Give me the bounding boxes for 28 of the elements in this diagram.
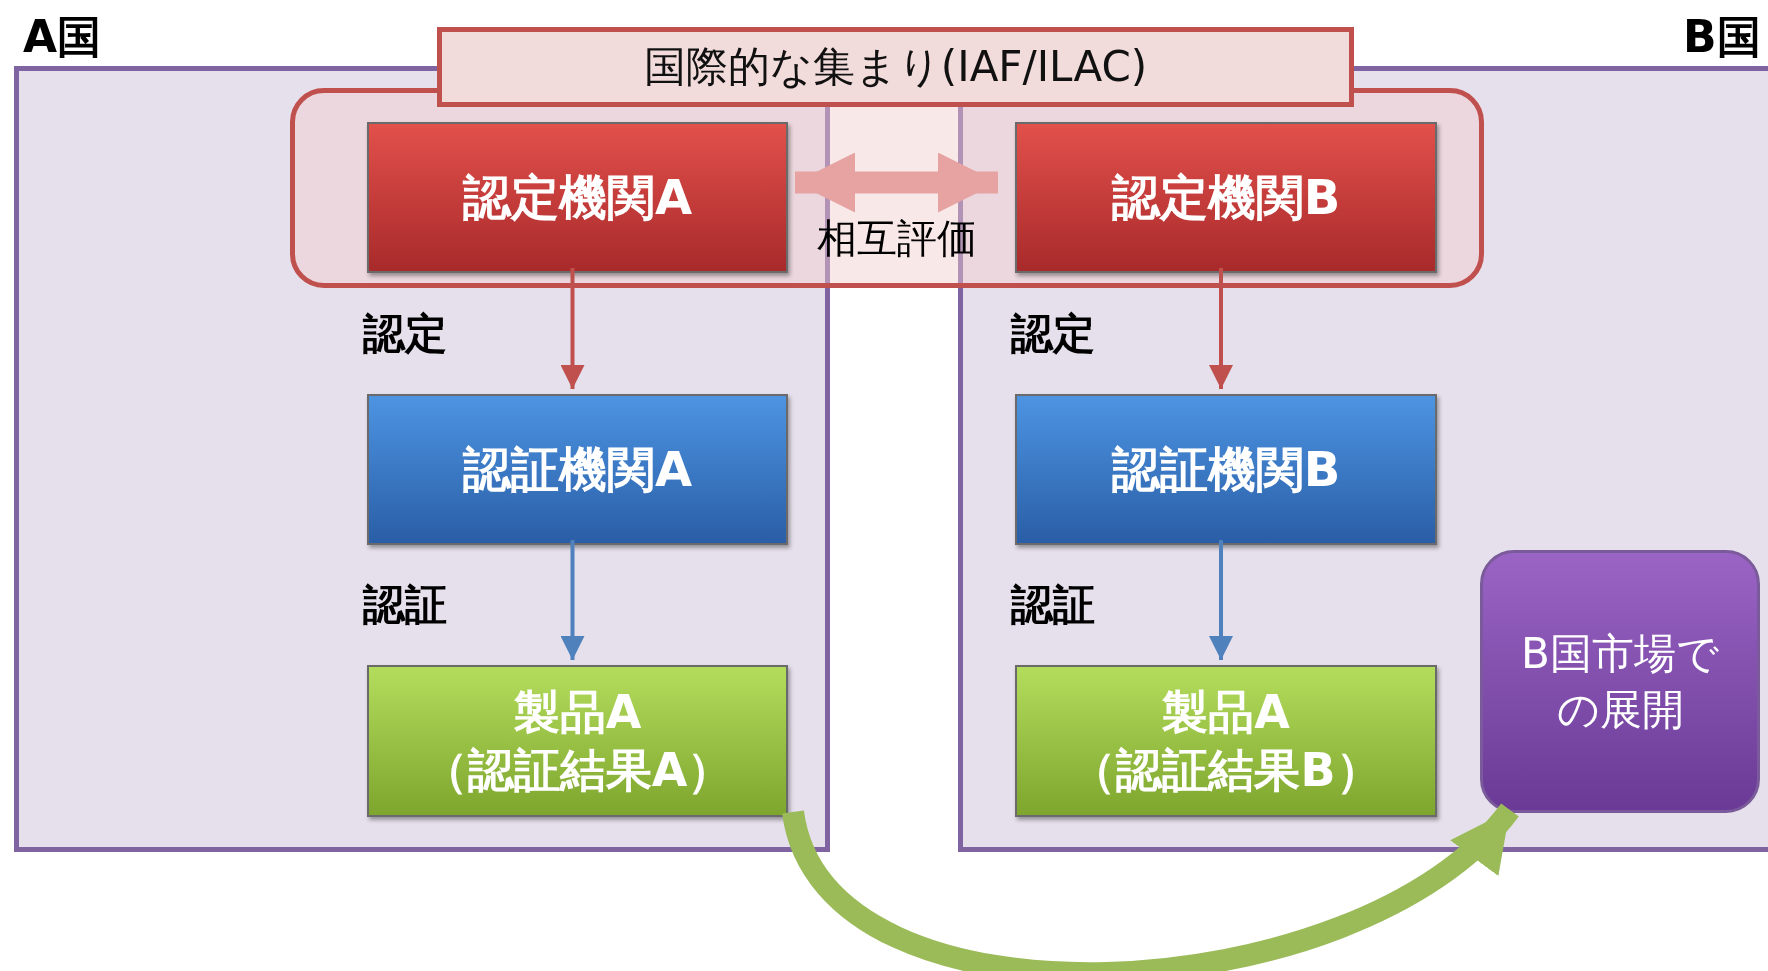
arrow <box>560 540 585 660</box>
accreditation-box <box>1015 122 1437 273</box>
edge-label: 相互評価 <box>816 213 977 262</box>
box-label: B国市場での展開 <box>1520 627 1720 736</box>
arrow <box>1209 268 1233 389</box>
edge-label: 認定 <box>1011 309 1095 358</box>
box-label: 認定機関A <box>462 167 693 227</box>
arrow <box>1209 540 1233 660</box>
edge-label: 認証 <box>1011 581 1095 629</box>
heading-tab: 国際的な集まり(IAF/ILAC) <box>437 27 1354 107</box>
edge-label: 認定 <box>362 309 447 358</box>
panel-heading: B国 <box>1683 11 1761 63</box>
certification-box <box>367 394 788 545</box>
box-label: 製品A（認証結果B） <box>1070 684 1382 799</box>
certification-box <box>1015 394 1437 545</box>
edge-label: 認証 <box>362 581 447 629</box>
panel-heading: A国 <box>23 11 102 63</box>
market-box <box>1480 550 1760 813</box>
box-label: 認証機関A <box>462 439 693 499</box>
accreditation-box <box>367 122 788 273</box>
arrow <box>560 268 585 389</box>
box-label: 製品A（認証結果A） <box>421 684 734 799</box>
product-box <box>1015 665 1437 817</box>
block-arrow <box>795 152 998 213</box>
product-box <box>367 665 788 817</box>
block-arrow <box>782 802 1518 971</box>
box-label: 認証機関B <box>1111 439 1341 499</box>
box-label: 認定機関B <box>1111 167 1341 227</box>
